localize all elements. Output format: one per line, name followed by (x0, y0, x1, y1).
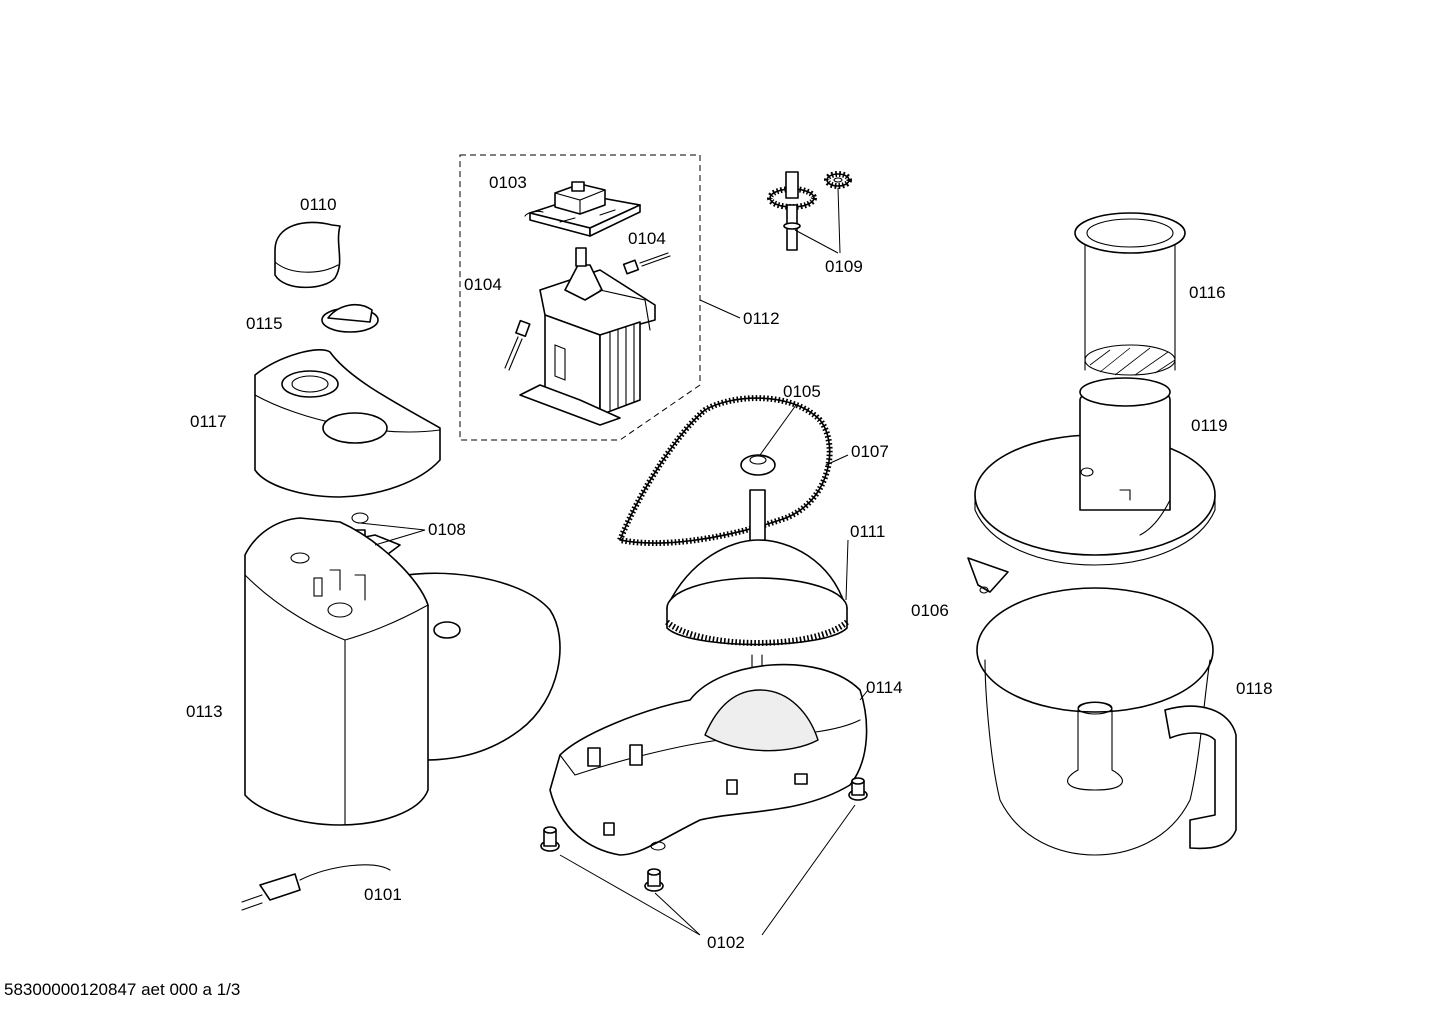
label-0101: 0101 (364, 885, 402, 904)
label-0113: 0113 (186, 702, 223, 721)
foot-left-part (540, 826, 560, 852)
toothed-belt-part (615, 395, 833, 547)
bushing-part (740, 454, 776, 476)
bowl-part (976, 587, 1237, 856)
cap-part (274, 221, 341, 289)
label-0110: 0110 (300, 195, 337, 214)
top-cover-part (254, 348, 441, 498)
label-0106: 0106 (911, 601, 949, 620)
base-plate-part (549, 663, 868, 856)
drive-shaft-part (749, 489, 766, 546)
label-0105: 0105 (783, 382, 821, 401)
motor-part (519, 247, 656, 426)
label-0115: 0115 (246, 314, 283, 333)
motor-housing-part (244, 517, 561, 826)
part-labels: 0101 0102 0103 0104 0104 0105 0106 0107 … (186, 173, 1273, 952)
foot-middle-part (644, 868, 664, 892)
document-footer: 58300000120847 aet 000 a 1/3 (4, 980, 241, 999)
label-0116: 0116 (1189, 283, 1226, 302)
label-0102: 0102 (707, 933, 745, 952)
label-0109: 0109 (825, 257, 863, 276)
label-0108: 0108 (428, 520, 466, 539)
food-pusher-part (1074, 212, 1186, 376)
motor-assembly-group (459, 154, 701, 441)
drive-gear-part (767, 171, 817, 251)
power-cord-part (241, 864, 391, 911)
small-gear-part (824, 171, 852, 189)
label-0114: 0114 (866, 678, 903, 697)
label-0112: 0112 (743, 309, 780, 328)
knob-part (321, 303, 379, 333)
label-0117: 0117 (190, 412, 227, 431)
bowl-lid-part (974, 377, 1216, 566)
label-0104-right: 0104 (628, 229, 666, 248)
label-0111: 0111 (850, 522, 885, 541)
label-0118: 0118 (1236, 679, 1273, 698)
label-0107: 0107 (851, 442, 889, 461)
leader-lines (359, 187, 869, 936)
clip-part (967, 557, 1009, 594)
label-0103: 0103 (489, 173, 527, 192)
label-0119: 0119 (1191, 416, 1228, 435)
label-0104-left: 0104 (464, 275, 502, 294)
carbon-brush-left-part (504, 319, 531, 371)
large-pulley-part (665, 539, 849, 706)
carbon-brush-right-part (622, 252, 671, 275)
switch-board-part (524, 181, 641, 237)
foot-right-part (848, 777, 868, 801)
